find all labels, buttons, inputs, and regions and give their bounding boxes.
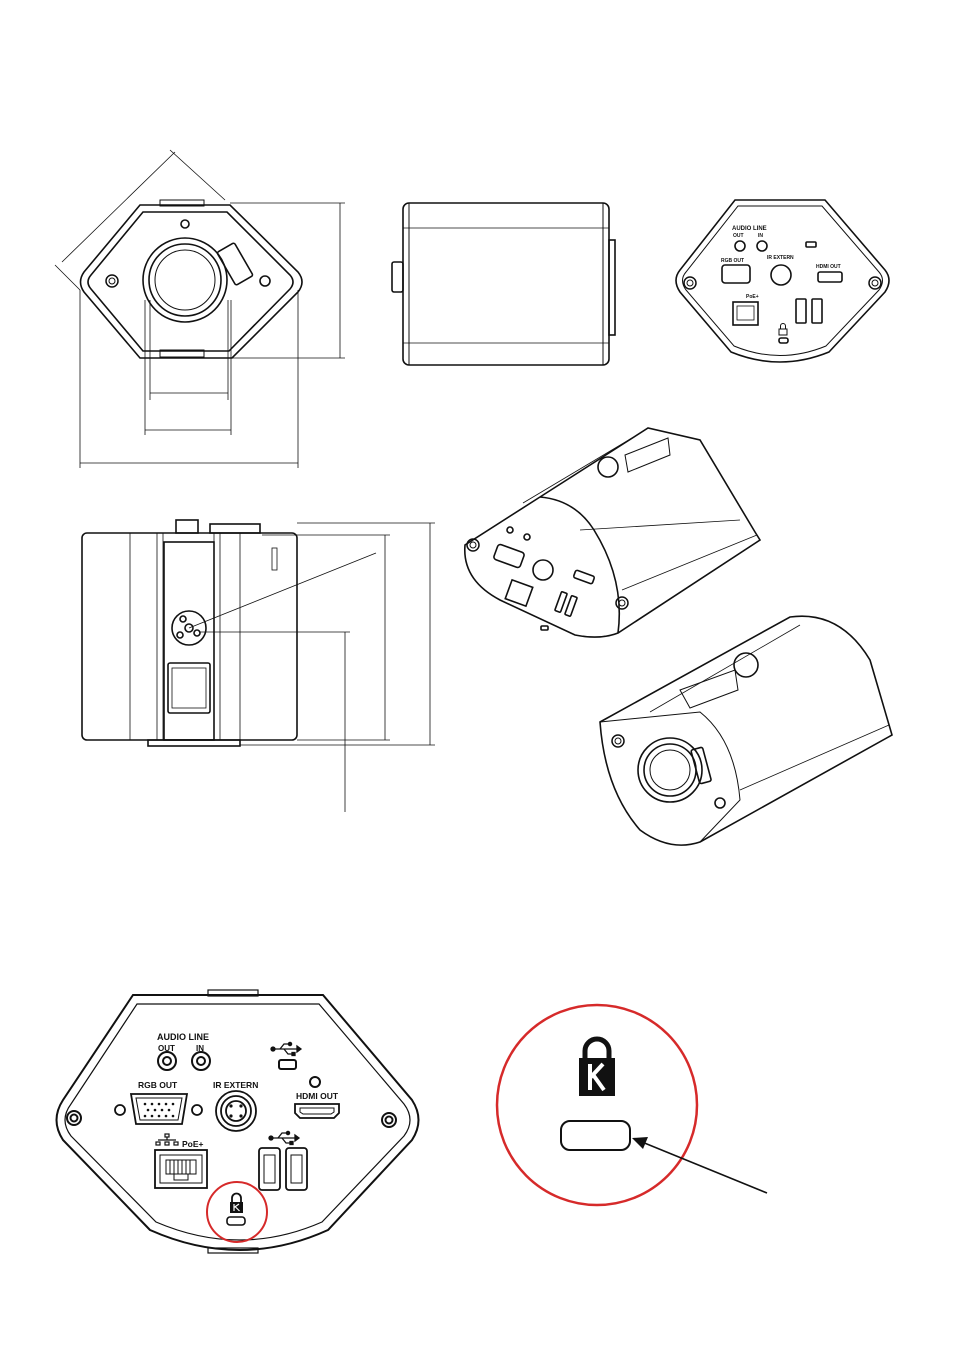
- bottom-view: [82, 520, 435, 812]
- usb-a-port-icon: [259, 1148, 307, 1190]
- isometric-front-view: [600, 616, 892, 845]
- hdmi-port-icon: [295, 1104, 339, 1118]
- back-panel-small: AUDIO LINE OUT IN RGB OUT IR EXTERN HDMI…: [676, 200, 889, 362]
- rj45-port-icon: [155, 1150, 207, 1188]
- small-in-label: IN: [758, 233, 763, 239]
- large-in-label: IN: [196, 1044, 204, 1053]
- small-rgb-out-label: RGB OUT: [721, 258, 744, 264]
- kensington-lock-icon-large: [579, 1039, 615, 1096]
- large-rgb-out-label: RGB OUT: [138, 1080, 178, 1090]
- slot-pointer-arrow: [642, 1142, 767, 1193]
- kensington-slot-large: [561, 1121, 630, 1150]
- large-highlight-circle: [497, 1005, 697, 1205]
- small-ir-extern-label: IR EXTERN: [767, 255, 794, 261]
- isometric-rear-view: [465, 428, 760, 637]
- large-ir-extern-label: IR EXTERN: [213, 1080, 258, 1090]
- large-out-label: OUT: [158, 1044, 175, 1053]
- small-out-label: OUT: [733, 233, 744, 239]
- vga-port-icon: [115, 1094, 202, 1124]
- audio-in-jack: [192, 1052, 210, 1070]
- ir-extern-connector: [216, 1091, 256, 1131]
- network-icon: [156, 1134, 178, 1145]
- usb-icon: [271, 1042, 301, 1055]
- small-hdmi-out-label: HDMI OUT: [816, 264, 841, 270]
- small-kensington-lock-icon: [779, 324, 787, 335]
- large-audio-line-label: AUDIO LINE: [157, 1032, 209, 1042]
- large-hdmi-out-label: HDMI OUT: [296, 1091, 339, 1101]
- audio-out-jack: [158, 1052, 176, 1070]
- front-view: [55, 150, 345, 468]
- usb-micro-port: [279, 1060, 296, 1069]
- side-view: [392, 203, 615, 365]
- kensington-zoom-callout: [497, 1005, 767, 1205]
- usb-icon: [269, 1131, 299, 1144]
- back-panel-large: AUDIO LINE OUT IN RGB OUT IR EXTERN HDMI…: [57, 990, 419, 1253]
- kensington-slot: [227, 1217, 245, 1225]
- kensington-lock-icon: [230, 1194, 243, 1214]
- large-poe-label: PoE+: [182, 1139, 204, 1149]
- small-audio-line-label: AUDIO LINE: [732, 226, 767, 232]
- small-poe-label: PoE+: [746, 294, 759, 300]
